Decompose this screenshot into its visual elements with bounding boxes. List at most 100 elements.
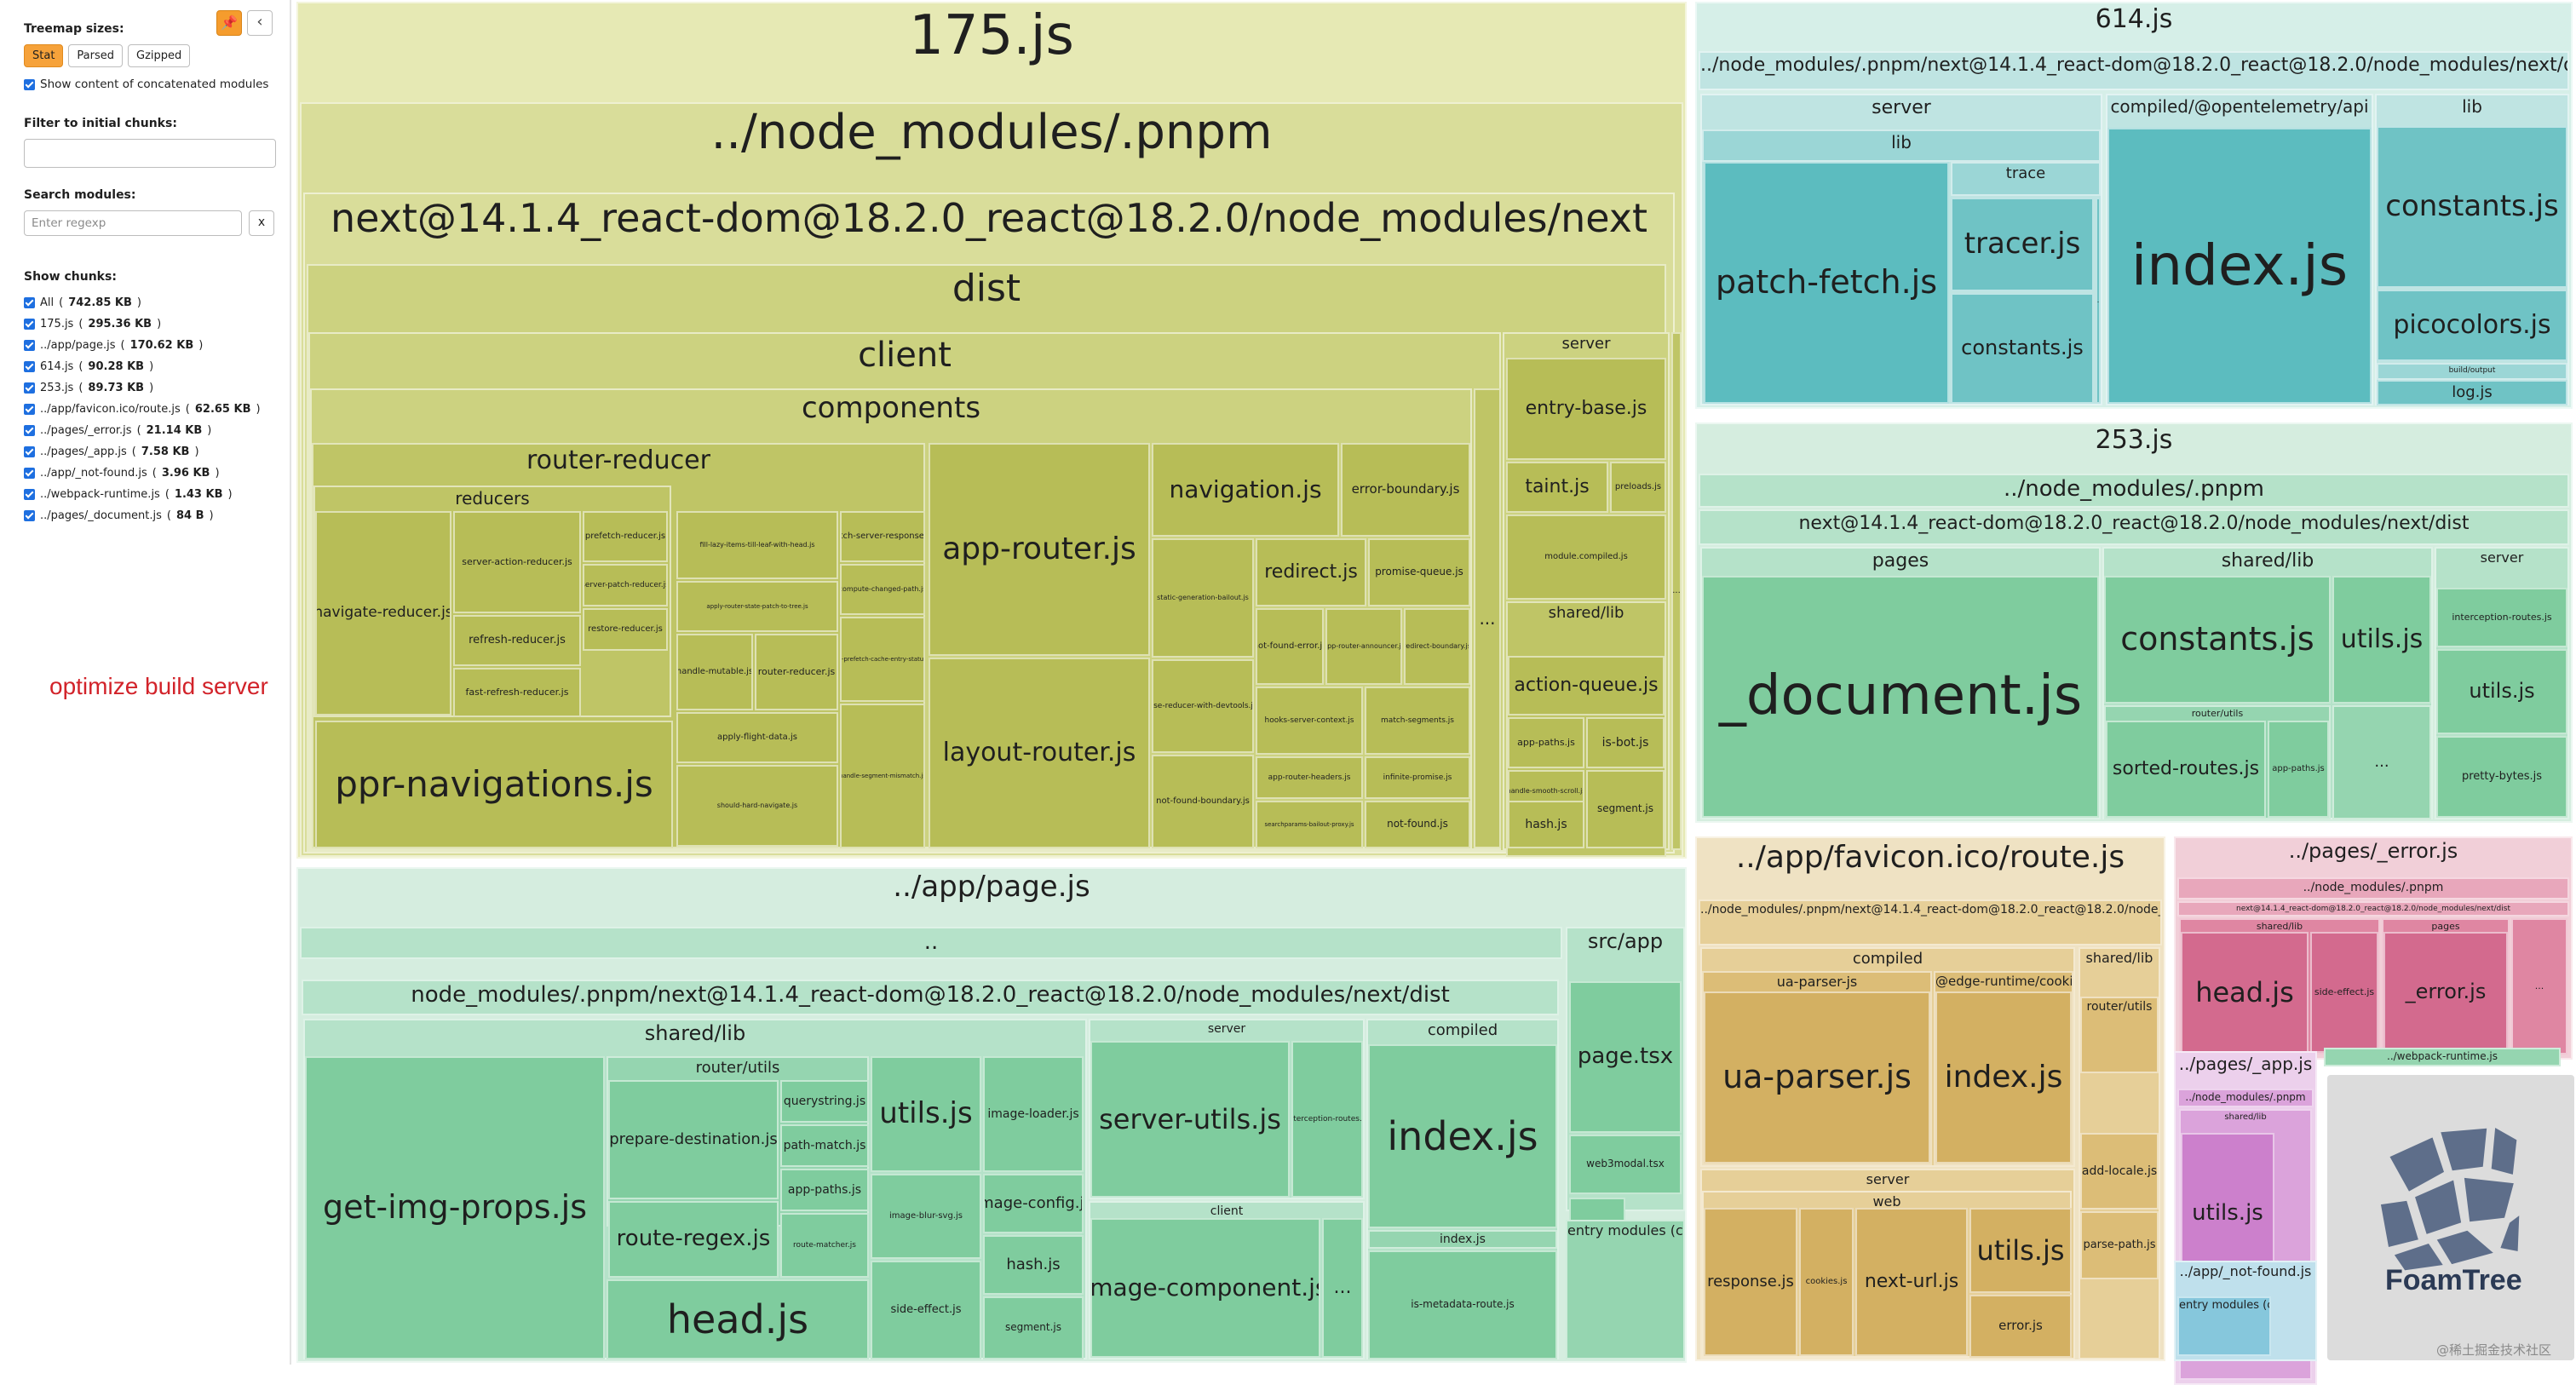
chunk-item[interactable]: All(742.85 KB) — [24, 292, 290, 313]
chunk-item[interactable]: ../app/_not-found.js(3.96 KB) — [24, 463, 290, 484]
module-error-favicon[interactable]: error.js — [1969, 1295, 2072, 1358]
module-apply-router-state-patch[interactable]: apply-router-state-patch-to-tree.js — [676, 581, 838, 632]
chunk-item[interactable]: 253.js(89.73 KB) — [24, 377, 290, 399]
module-route-regex[interactable]: route-regex.js — [608, 1201, 779, 1278]
module-server-action-reducer[interactable]: server-action-reducer.js — [453, 511, 581, 613]
module-app-router[interactable]: app-router.js — [929, 443, 1150, 656]
module-cookies-index[interactable]: index.js — [1935, 991, 2072, 1164]
module-compute-changed-path[interactable]: compute-changed-path.js — [840, 564, 925, 615]
show-concat-checkbox[interactable] — [24, 78, 35, 90]
module-prepare-destination[interactable]: prepare-destination.js — [608, 1080, 779, 1199]
module-picocolors[interactable]: picocolors.js — [2377, 290, 2567, 361]
chunk-item[interactable]: 614.js(90.28 KB) — [24, 356, 290, 377]
search-input[interactable]: Enter regexp — [24, 210, 242, 236]
chunk-checkbox[interactable] — [24, 340, 35, 351]
module-is-metadata-route[interactable]: is-metadata-route.js — [1368, 1250, 1557, 1359]
chunk-item[interactable]: ../webpack-runtime.js(1.43 KB) — [24, 484, 290, 505]
module-handle-mutable[interactable]: handle-mutable.js — [676, 634, 753, 710]
module-handle-segment-mismatch[interactable]: handle-segment-mismatch.js — [840, 704, 925, 848]
module-navigate-reducer[interactable]: navigate-reducer.js — [315, 511, 451, 715]
module-tracer[interactable]: tracer.js — [1951, 198, 2094, 291]
module-index-page-b[interactable]: index.js — [1368, 1230, 1557, 1249]
module-route-matcher[interactable]: route-matcher.js — [780, 1213, 869, 1278]
module-preloads[interactable]: preloads.js — [1610, 462, 1666, 513]
module-document[interactable]: _document.js — [1702, 576, 2099, 818]
module-ua-parser[interactable]: ua-parser.js — [1704, 991, 1930, 1164]
module-head-error[interactable]: head.js — [2181, 932, 2309, 1053]
module-static-generation-bailout[interactable]: static-generation-bailout.js — [1152, 538, 1254, 658]
module-app-router-headers[interactable]: app-router-headers.js — [1256, 756, 1363, 799]
group-next-dist-page[interactable]: node_modules/.pnpm/next@14.1.4_react-dom… — [302, 980, 1559, 1015]
module-interception-routes[interactable]: interception-routes.js — [2436, 588, 2567, 647]
module-not-found-boundary[interactable]: not-found-boundary.js — [1152, 755, 1254, 848]
chunk-item[interactable]: ../pages/_app.js(7.58 KB) — [24, 441, 290, 463]
module-router-reducer[interactable]: router-reducer.js — [755, 634, 838, 710]
group-pnpm-253[interactable]: ../node_modules/.pnpm — [1699, 474, 2569, 508]
module-fetch-server-response[interactable]: fetch-server-response.js — [840, 511, 925, 562]
module-otel-index[interactable]: index.js — [2107, 128, 2372, 404]
chunk-webpack-runtime[interactable]: ../webpack-runtime.js — [2324, 1048, 2561, 1066]
group-dotdot[interactable]: .. — [300, 927, 1562, 959]
module-more-client[interactable]: ... — [1322, 1218, 1363, 1358]
module-more-error[interactable]: ... — [2511, 918, 2567, 1055]
module-server-utils[interactable]: server-utils.js — [1090, 1041, 1290, 1198]
module-utils-253b[interactable]: utils.js — [2436, 649, 2567, 734]
module-hash-175[interactable]: hash.js — [1508, 801, 1584, 848]
group-next-dist-253[interactable]: next@14.1.4_react-dom@18.2.0_react@18.2.… — [1699, 509, 2569, 545]
module-constants-614[interactable]: constants.js — [1951, 293, 2094, 404]
module-segment-page[interactable]: segment.js — [983, 1296, 1084, 1359]
size-stat-button[interactable]: Stat — [24, 44, 64, 67]
module-app-paths-page[interactable]: app-paths.js — [780, 1169, 869, 1211]
module-prefetch-reducer[interactable]: prefetch-reducer.js — [583, 511, 668, 562]
module-log[interactable]: log.js — [2377, 380, 2567, 405]
module-more-trace[interactable]: ... — [2096, 198, 2101, 404]
module-path-match[interactable]: path-match.js — [780, 1124, 869, 1167]
chunk-checkbox[interactable] — [24, 297, 35, 308]
group-lib-614[interactable]: lib — [1702, 129, 2101, 162]
show-concat-checkbox-row[interactable]: Show content of concatenated modules — [24, 78, 290, 91]
module-querystring[interactable]: querystring.js — [780, 1080, 869, 1123]
group-next-dist-614[interactable]: ../node_modules/.pnpm/next@14.1.4_react-… — [1699, 51, 2569, 90]
module-is-bot[interactable]: is-bot.js — [1586, 717, 1665, 768]
module-more-253[interactable]: ... — [2332, 705, 2431, 819]
module-layout-router[interactable]: layout-router.js — [929, 658, 1150, 848]
module-not-found-error[interactable]: not-found-error.js — [1256, 608, 1324, 685]
module-response[interactable]: response.js — [1704, 1208, 1797, 1356]
module-error-js[interactable]: _error.js — [2383, 932, 2508, 1053]
module-side-effect-error[interactable]: side-effect.js — [2310, 932, 2378, 1053]
module-entry-base[interactable]: entry-base.js — [1506, 358, 1666, 460]
module-redirect-boundary[interactable]: redirect-boundary.js — [1404, 608, 1470, 685]
chunk-checkbox[interactable] — [24, 404, 35, 415]
chunk-checkbox[interactable] — [24, 425, 35, 436]
chunk-item[interactable]: ../pages/_error.js(21.14 KB) — [24, 420, 290, 441]
size-gzipped-button[interactable]: Gzipped — [128, 44, 191, 67]
module-compiled[interactable]: module.compiled.js — [1506, 514, 1666, 600]
module-side-effect-page[interactable]: side-effect.js — [871, 1261, 981, 1359]
module-get-img-props[interactable]: get-img-props.js — [305, 1056, 605, 1359]
module-searchparams-bailout[interactable]: searchparams-bailout-proxy.js — [1256, 801, 1363, 848]
module-app-router-announcer[interactable]: app-router-announcer.js — [1325, 608, 1402, 685]
module-use-reducer-devtools[interactable]: use-reducer-with-devtools.js — [1152, 659, 1254, 753]
module-action-queue[interactable]: action-queue.js — [1508, 656, 1665, 715]
module-image-blur-svg[interactable]: image-blur-svg.js — [871, 1174, 981, 1259]
module-page-tsx[interactable]: page.tsx — [1569, 981, 1682, 1133]
chunk-item[interactable]: 175.js(295.36 KB) — [24, 313, 290, 335]
module-constants-614b[interactable]: constants.js — [2377, 126, 2567, 288]
chunk-item[interactable]: ../pages/_document.js(84 B) — [24, 505, 290, 526]
module-hash-page[interactable]: hash.js — [983, 1235, 1084, 1295]
module-fast-refresh-reducer[interactable]: fast-refresh-reducer.js — [453, 668, 581, 717]
chunk-checkbox[interactable] — [24, 468, 35, 479]
module-ppr-navigations[interactable]: ppr-navigations.js — [315, 721, 673, 848]
module-taint[interactable]: taint.js — [1506, 462, 1608, 513]
module-more-dist[interactable]: ... — [1671, 332, 1682, 850]
module-apply-flight-data[interactable]: apply-flight-data.js — [676, 712, 838, 763]
module-utils-page[interactable]: utils.js — [871, 1056, 981, 1172]
module-navigation[interactable]: navigation.js — [1152, 443, 1339, 537]
module-pretty-bytes[interactable]: pretty-bytes.js — [2436, 736, 2567, 818]
module-infinite-promise[interactable]: infinite-promise.js — [1365, 756, 1470, 799]
module-parse-path[interactable]: parse-path.js — [2080, 1211, 2159, 1279]
module-hooks-server-context[interactable]: hooks-server-context.js — [1256, 687, 1363, 755]
pin-sidebar-button[interactable]: 📌 — [216, 10, 242, 36]
module-fill-lazy-items[interactable]: fill-lazy-items-till-leaf-with-head.js — [676, 511, 838, 579]
group-pnpm-error[interactable]: ../node_modules/.pnpm — [2177, 877, 2569, 899]
